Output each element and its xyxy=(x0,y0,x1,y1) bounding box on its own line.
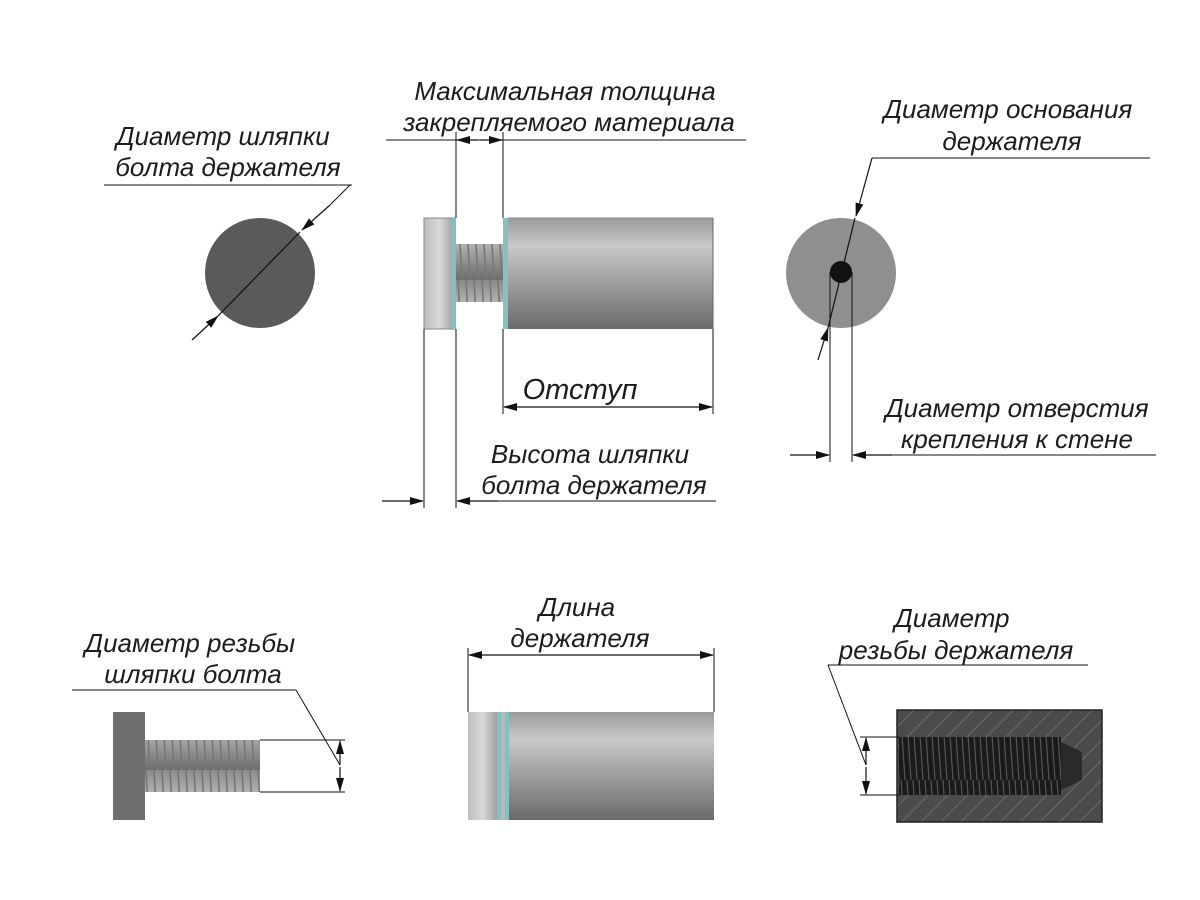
body-gasket xyxy=(503,218,508,329)
base-diameter-label-2: держателя xyxy=(942,126,1081,156)
head-diameter-label-2: болта держателя xyxy=(115,152,340,182)
hole-diameter-label-1: Диаметр отверстия xyxy=(882,393,1148,423)
bolt-thread-label-1: Диаметр резьбы xyxy=(82,628,295,658)
holder-length-view: Длина держателя xyxy=(467,592,715,820)
holder-thread-tip xyxy=(1061,742,1082,790)
holder-thread-label-2: резьбы держателя xyxy=(838,635,1074,665)
length-head xyxy=(468,712,498,820)
assembled-holder-view: Максимальная толщина закрепляемого матер… xyxy=(382,76,746,508)
length-body xyxy=(509,712,714,820)
max-thickness-label-2: закрепляемого материала xyxy=(402,107,735,137)
bolt-thread-label-2: шляпки болта xyxy=(104,659,281,689)
bolt-thread-view: Диаметр резьбы шляпки болта xyxy=(72,628,345,820)
holder-length-label-1: Длина xyxy=(536,592,615,622)
holder-inner-thread xyxy=(899,737,1061,795)
bolt-thread-side xyxy=(145,740,260,792)
head-gasket xyxy=(452,218,456,329)
holder-thread-label-1: Диаметр xyxy=(891,603,1009,633)
head-dim-line xyxy=(217,231,301,317)
offset-label: Отступ xyxy=(523,374,638,406)
max-thickness-label-1: Максимальная толщина xyxy=(414,76,715,106)
length-gap xyxy=(501,712,505,820)
head-diameter-view: Диаметр шляпки болта держателя xyxy=(104,121,352,341)
base-dim-arrow-lower xyxy=(817,327,829,361)
base-dim-line xyxy=(827,217,856,329)
base-diameter-view: Диаметр основания держателя Диаметр отве… xyxy=(786,94,1156,462)
length-gasket-2 xyxy=(505,712,509,820)
bolt-head xyxy=(423,217,456,330)
head-leader xyxy=(329,184,351,206)
holder-body xyxy=(508,218,713,329)
head-dim-arrow-upper xyxy=(301,204,331,231)
holder-section-view: Диаметр резьбы держателя xyxy=(827,603,1103,823)
bolt-head-side xyxy=(113,712,145,820)
holder-thread-leader xyxy=(827,664,867,766)
base-diameter-label-1: Диаметр основания xyxy=(881,94,1133,124)
holder-length-label-2: держателя xyxy=(510,623,649,653)
mounting-hole xyxy=(830,261,852,283)
head-dim-arrow-lower xyxy=(191,315,219,341)
base-dim-arrow-upper xyxy=(855,157,873,217)
head-height-label-1: Высота шляпки xyxy=(491,439,689,469)
hole-diameter-label-2: крепления к стене xyxy=(901,424,1133,454)
head-height-label-2: болта держателя xyxy=(481,470,706,500)
bolt-thread xyxy=(456,244,503,302)
head-diameter-label-1: Диаметр шляпки xyxy=(113,121,329,151)
bolt-thread-leader xyxy=(295,689,341,766)
length-gasket-1 xyxy=(497,712,501,820)
